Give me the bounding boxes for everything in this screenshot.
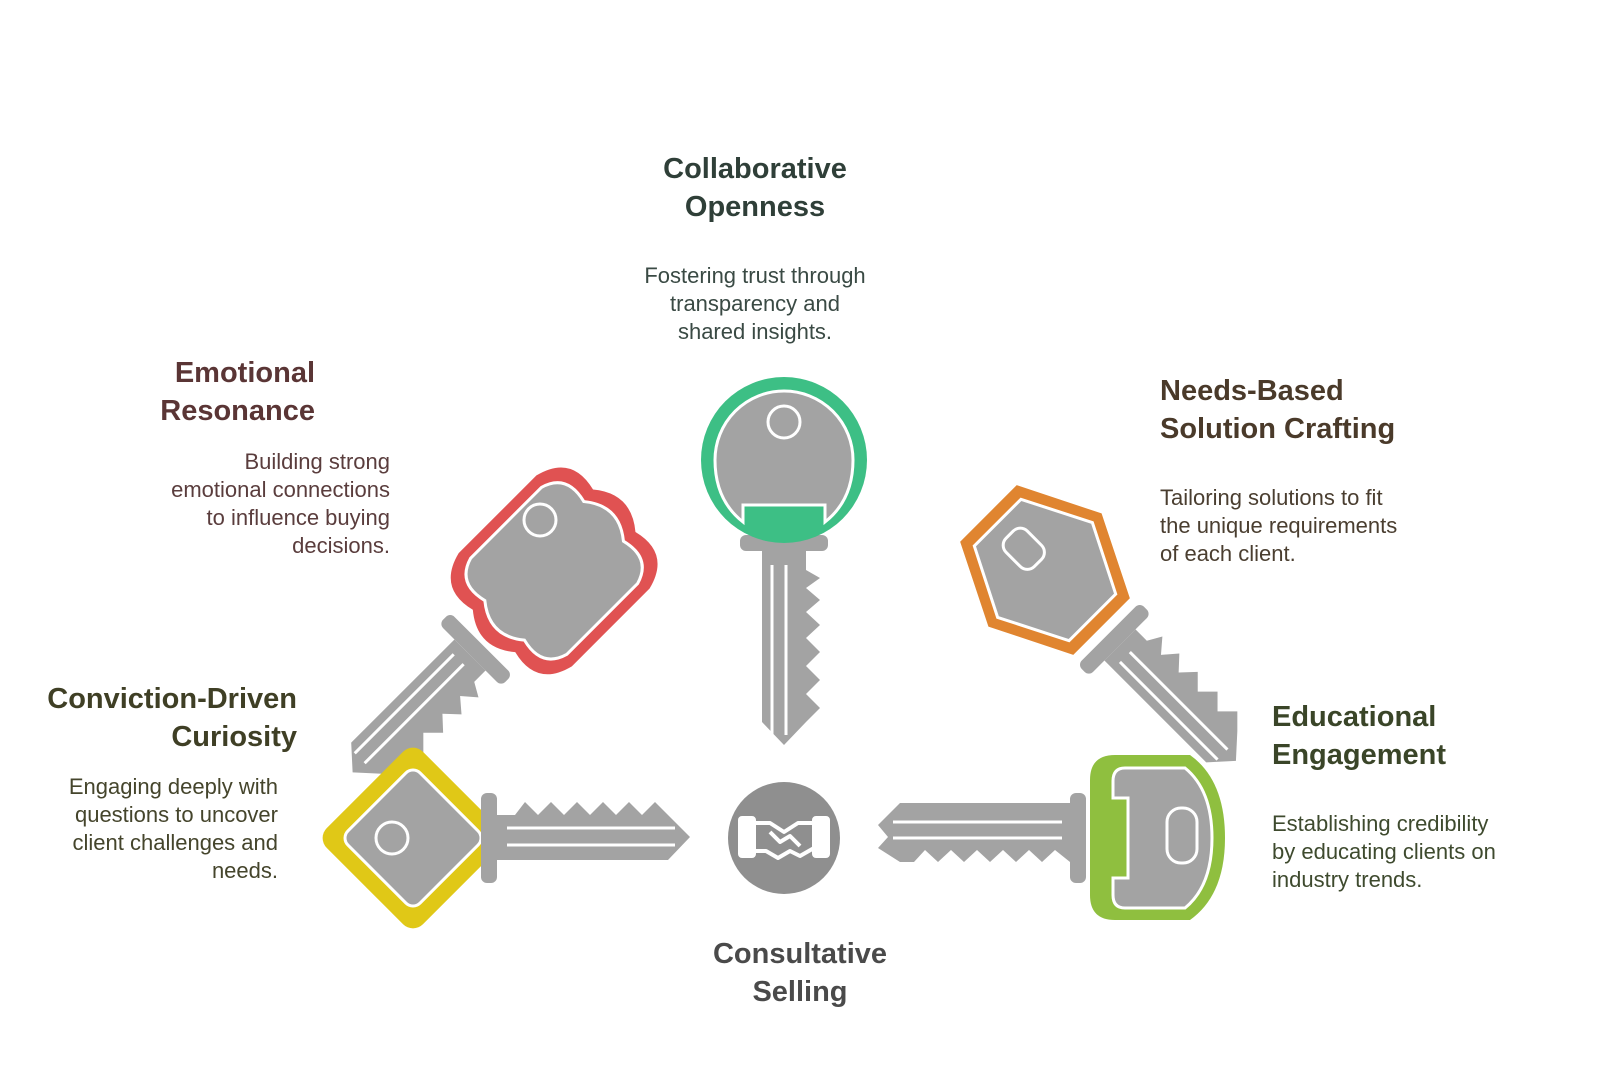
description-conviction: Engaging deeply with questions to uncove… <box>68 774 278 883</box>
description-collaborative: Fostering trust through transparency and… <box>644 263 866 344</box>
key-educational <box>878 755 1225 920</box>
center-hub <box>728 782 840 894</box>
key-needs <box>960 485 1238 763</box>
label-collaborative: Collaborative Openness Fostering trust t… <box>600 150 910 346</box>
description-emotional: Building strong emotional connections to… <box>171 449 390 558</box>
title-needs: Needs-Based Solution Crafting <box>1160 375 1396 445</box>
center-title: Consultative Selling <box>712 938 888 1008</box>
key-conviction <box>322 747 690 929</box>
title-educational: Educational Engagement <box>1272 701 1447 771</box>
label-emotional-title: Emotional Resonance <box>80 354 315 430</box>
title-collaborative: Collaborative Openness <box>663 153 847 223</box>
label-conviction-desc: Engaging deeply with questions to uncove… <box>20 773 278 885</box>
label-needs: Needs-Based Solution Crafting Tailoring … <box>1160 372 1490 568</box>
handshake-icon <box>738 816 830 860</box>
label-emotional-desc: Building strong emotional connections to… <box>120 448 390 560</box>
key-collaborative <box>701 377 867 745</box>
title-emotional: Emotional Resonance <box>160 357 315 427</box>
label-conviction-title: Conviction-Driven Curiosity <box>20 680 297 756</box>
title-conviction: Conviction-Driven Curiosity <box>47 683 297 753</box>
description-needs: Tailoring solutions to fit the unique re… <box>1160 485 1398 566</box>
key-emotional <box>351 467 658 774</box>
description-educational: Establishing credibility by educating cl… <box>1272 811 1496 892</box>
label-educational: Educational Engagement Establishing cred… <box>1272 698 1572 894</box>
